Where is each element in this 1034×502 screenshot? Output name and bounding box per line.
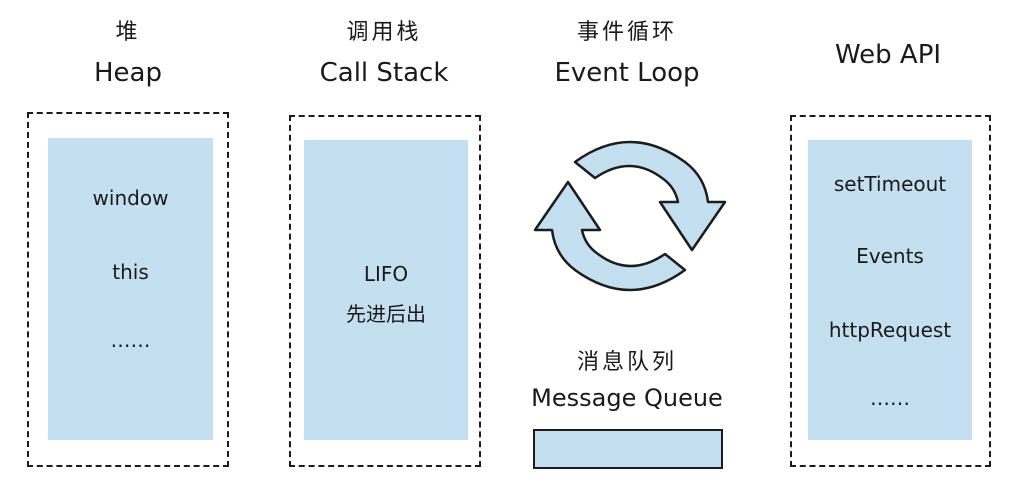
- heap-panel: window this ……: [48, 138, 213, 440]
- heap-title-cn: 堆: [115, 20, 141, 45]
- web-api-item-events: Events: [856, 244, 924, 268]
- heap-item-window: window: [92, 186, 169, 210]
- web-api-item-settimeout: setTimeout: [833, 172, 947, 196]
- cycle-arrows-icon: [533, 140, 727, 292]
- heap-title-en: Heap: [94, 58, 162, 88]
- call-stack-box: [289, 115, 481, 467]
- web-api-item-ellipsis: ……: [870, 386, 910, 410]
- event-loop-title-en: Event Loop: [554, 58, 700, 88]
- event-loop-title-cn: 事件循环: [576, 20, 677, 45]
- heap-box: [27, 112, 229, 467]
- web-api-title: Web API: [834, 40, 942, 70]
- message-queue-title-cn: 消息队列: [576, 350, 677, 375]
- message-queue-title-en: Message Queue: [531, 384, 723, 412]
- call-stack-item-desc: 先进后出: [346, 302, 426, 326]
- web-api-box: [790, 115, 991, 467]
- call-stack-title-en: Call Stack: [319, 58, 449, 88]
- heap-item-this: this: [112, 260, 149, 284]
- call-stack-title-cn: 调用栈: [346, 20, 422, 45]
- web-api-panel: setTimeout Events httpRequest ……: [808, 140, 972, 440]
- call-stack-item-lifo: LIFO: [363, 262, 409, 286]
- heap-item-ellipsis: ……: [110, 328, 151, 352]
- web-api-item-httprequest: httpRequest: [828, 318, 952, 342]
- message-queue-bar: [533, 429, 723, 469]
- call-stack-panel: LIFO 先进后出: [304, 140, 468, 440]
